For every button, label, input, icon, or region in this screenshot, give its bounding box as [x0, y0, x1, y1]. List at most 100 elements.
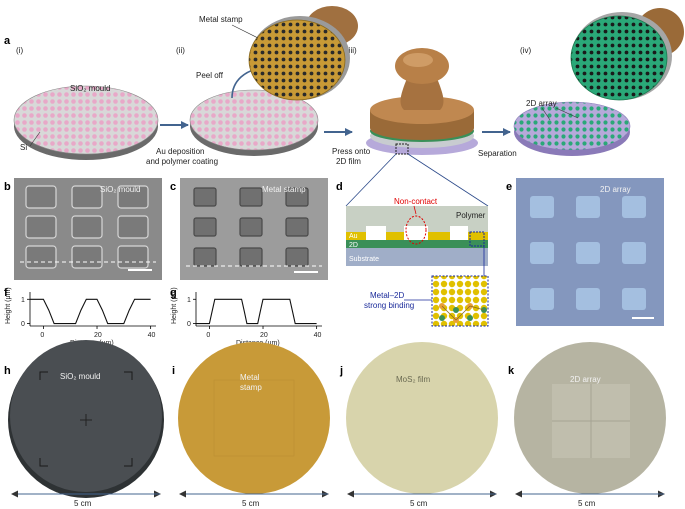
mould-pit: [117, 215, 149, 239]
wafer-sio2-label: SiO₂ mould: [60, 372, 100, 381]
scale-label-h: 5 cm: [74, 499, 92, 508]
y-tick-label: 1: [187, 297, 191, 304]
cavity-3: [450, 226, 468, 240]
binding-label-line2: strong binding: [364, 301, 414, 310]
scale-label-i: 5 cm: [242, 499, 260, 508]
peel-off-label: Peel off: [196, 71, 224, 80]
stamp-hole: [239, 187, 263, 207]
step-label-iii: (iii): [346, 46, 357, 55]
array-square: [622, 196, 646, 218]
ticks-g: 0 20 40 0 1: [187, 297, 322, 339]
panel-j: j MoS₂ film 5 cm: [339, 342, 498, 508]
au-deposition-label-line2: and polymer coating: [146, 157, 218, 166]
zoom-box: [395, 143, 409, 155]
stamp-hole: [193, 247, 217, 267]
optical-array-label: 2D array: [600, 185, 631, 194]
panel-c: c Metal stamp: [170, 178, 328, 280]
panel-letter-h: h: [4, 365, 11, 377]
array-2d-label: 2D array: [526, 99, 557, 108]
mould-pit: [117, 245, 149, 269]
scale-label-k: 5 cm: [578, 499, 596, 508]
alignment-marks: [39, 371, 133, 467]
x-tick-label: 20: [260, 332, 268, 339]
mos2-lattice: [439, 303, 487, 323]
array-squares: [530, 196, 646, 310]
x-tick-label: 40: [314, 332, 322, 339]
mould-pit: [25, 185, 57, 209]
array-square: [530, 196, 554, 218]
mould-pit: [71, 245, 103, 269]
green-stamp: [570, 8, 684, 101]
panel-h: h SiO₂ mould 5 cm: [4, 340, 164, 508]
array-square: [622, 288, 646, 310]
x-tick-label: 20: [94, 332, 102, 339]
wafer-mos2-label: MoS₂ film: [396, 375, 431, 384]
panel-letter-j: j: [339, 365, 343, 377]
mould-wafer-i: [13, 85, 159, 160]
press-label-line1: Press onto: [332, 147, 371, 156]
x-tick-label: 0: [206, 332, 210, 339]
ylabel-f: Height (μm): [5, 287, 12, 324]
array-wafer-iv: [513, 101, 631, 156]
step-label-iv: (iv): [520, 46, 531, 55]
stamp-hole: [239, 247, 263, 267]
wafer-mos2: [346, 342, 498, 494]
cavity-1: [366, 226, 386, 240]
panel-i: i Metal stamp 5 cm: [172, 342, 330, 508]
y-tick-label: 0: [21, 321, 25, 328]
inset-marker: [469, 231, 485, 247]
panel-letter-k: k: [508, 365, 515, 377]
scale-label-j: 5 cm: [410, 499, 428, 508]
ticks-f: 0 20 40 0 1: [21, 297, 156, 339]
mould-wafer-ii: [189, 89, 319, 156]
panel-e: e 2D array: [506, 178, 664, 326]
x-tick-label: 0: [40, 332, 44, 339]
profile-line-g: [196, 298, 317, 325]
array-square: [576, 196, 600, 218]
array-square: [576, 242, 600, 264]
metal-stamp-floating: [248, 6, 358, 101]
wafer-metal-stamp: [178, 342, 330, 494]
sem-mould-label: SiO₂ mould: [100, 185, 140, 194]
separation-label: Separation: [478, 149, 517, 158]
panel-b: b SiO₂ mould: [4, 178, 162, 280]
mould-pit: [71, 215, 103, 239]
mould-pit: [71, 185, 103, 209]
step-label-ii: (ii): [176, 46, 185, 55]
metal-stamp-label: Metal stamp: [199, 15, 243, 24]
y-tick-label: 0: [187, 321, 191, 328]
panel-letter-d: d: [336, 181, 343, 193]
x-tick-label: 40: [148, 332, 156, 339]
non-contact-marker: [405, 215, 427, 245]
non-contact-label: Non-contact: [394, 197, 438, 206]
stamp-hole: [193, 187, 217, 207]
mould-pit: [25, 245, 57, 269]
stamp-hole: [193, 217, 217, 237]
panel-letter-g: g: [170, 287, 177, 299]
substrate-label: Substrate: [349, 256, 379, 263]
mould-pit: [117, 185, 149, 209]
profile-line-f: [30, 298, 151, 325]
stamp-hole-grid: [193, 187, 309, 267]
si-label: Si: [20, 143, 27, 152]
panel-letter-a: a: [4, 35, 11, 47]
wafer-stamp-label-line1: Metal: [240, 373, 260, 382]
mould-pit-grid: [25, 185, 149, 269]
wafer-stamp-label-line2: stamp: [240, 383, 262, 392]
step-label-i: (i): [16, 46, 23, 55]
stamp-hole: [285, 217, 309, 237]
y-tick-label: 1: [21, 297, 25, 304]
stamp-hole: [239, 217, 263, 237]
stamp-hole: [285, 247, 309, 267]
array-square: [530, 242, 554, 264]
press-label-line2: 2D film: [336, 157, 361, 166]
wafer-array-label: 2D array: [570, 375, 601, 384]
ylabel-g: Height (μm): [171, 287, 178, 324]
panel-letter-i: i: [172, 365, 175, 377]
sem-stamp-label: Metal stamp: [262, 185, 306, 194]
au-label: Au: [349, 233, 358, 240]
panel-a: a (i) (ii) (iii) (iv) SiO₂ mould Si Au d…: [4, 6, 684, 166]
